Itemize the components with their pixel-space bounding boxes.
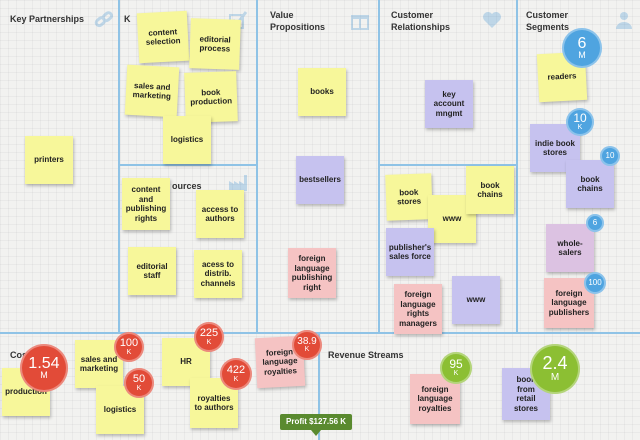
profit-label: Profit $127.56 K xyxy=(280,414,353,436)
sticky-note-printers[interactable]: printers xyxy=(25,136,73,184)
sticky-note-access-authors[interactable]: access to authors xyxy=(196,190,244,238)
sticky-note-wholesalers[interactable]: whole- salers xyxy=(546,224,594,272)
sticky-note-book-chains[interactable]: book chains xyxy=(466,166,514,214)
sticky-note-foreign-rights-managers[interactable]: foreign language rights managers xyxy=(394,284,442,334)
divider xyxy=(516,0,518,333)
badge-foreign-publishers: 100 xyxy=(584,272,606,294)
sticky-note-books[interactable]: books xyxy=(298,68,346,116)
key-resources-title: ources xyxy=(172,181,202,191)
sticky-note-logistics[interactable]: logistics xyxy=(163,116,211,164)
divider xyxy=(378,164,518,166)
sticky-note-editorial-staff[interactable]: editorial staff xyxy=(128,247,176,295)
heart-icon xyxy=(483,12,501,28)
sticky-note-book-chains-segment[interactable]: book chains xyxy=(566,160,614,208)
cost-structure-title: Cost xyxy=(10,350,30,360)
sticky-note-royalties-authors[interactable]: royalties to authors xyxy=(190,378,238,428)
sticky-note-key-account[interactable]: key account mngmt xyxy=(425,80,473,128)
key-activities-title: K xyxy=(124,14,131,24)
link-icon xyxy=(94,11,114,28)
sticky-note-bestsellers[interactable]: bestsellers xyxy=(296,156,344,204)
sticky-note-content-rights[interactable]: content and publishing rights xyxy=(122,178,170,230)
sticky-note-content-selection[interactable]: content selection xyxy=(136,10,190,64)
people-icon xyxy=(616,12,632,29)
sticky-note-access-channels[interactable]: acess to distrib. channels xyxy=(194,250,242,298)
badge-wholesalers: 6 xyxy=(586,214,604,232)
divider xyxy=(256,0,258,333)
sticky-note-editorial-process[interactable]: editorial process xyxy=(189,18,241,70)
divider xyxy=(318,333,320,440)
gift-icon xyxy=(351,15,369,30)
customer-segments-title: Customer Segments xyxy=(526,10,570,32)
key-partnerships-title: Key Partnerships xyxy=(10,14,85,24)
sticky-note-sales-marketing[interactable]: sales and marketing xyxy=(124,64,180,118)
divider xyxy=(118,164,258,166)
sticky-note-book-stores[interactable]: book stores xyxy=(385,173,433,221)
customer-relationships-title: Customer Relationships xyxy=(391,10,451,32)
sticky-note-publishers-sales-force[interactable]: publisher's sales force xyxy=(386,228,434,276)
sticky-note-foreign-rights[interactable]: foreign language publishing right xyxy=(288,248,336,298)
sticky-note-www-2[interactable]: www xyxy=(452,276,500,324)
revenue-streams-title: Revenue Streams xyxy=(328,350,404,360)
badge-book-chains: 10 xyxy=(600,146,620,166)
value-propositions-title: Value Propositions xyxy=(270,10,326,32)
factory-icon xyxy=(229,175,247,191)
divider xyxy=(118,0,120,333)
divider xyxy=(0,332,640,334)
divider xyxy=(378,0,380,333)
